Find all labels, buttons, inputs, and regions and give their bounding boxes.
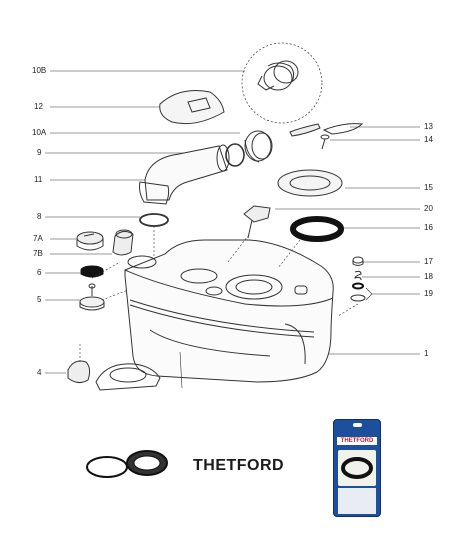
package-window <box>338 450 376 486</box>
callout-6: 6 <box>37 268 42 277</box>
part-20-clip <box>243 205 271 239</box>
callout-7b: 7B <box>33 249 43 258</box>
callout-5: 5 <box>37 295 42 304</box>
callout-11: 11 <box>34 175 43 184</box>
hang-hole <box>353 423 362 427</box>
callout-10a: 10A <box>32 128 47 137</box>
part-13-cover <box>289 123 321 137</box>
detail-circle-10b <box>241 42 323 124</box>
part-9-ring <box>225 143 245 167</box>
package-seal-icon <box>341 457 373 479</box>
part-17-cap <box>352 256 364 266</box>
part-19-ring-a <box>352 282 364 290</box>
callout-10b: 10B <box>32 66 47 75</box>
part-5-valve <box>79 283 105 311</box>
part-7b-cap <box>112 229 134 256</box>
callout-14: 14 <box>424 135 433 144</box>
part-12-lid <box>159 90 225 125</box>
part-10b-adapter <box>257 60 299 91</box>
part-11-elbow-pipe <box>139 144 230 205</box>
retail-blister-pack: THETFORD <box>333 419 381 517</box>
part-8-o-ring <box>139 213 169 227</box>
part-18-spring <box>354 270 362 281</box>
callout-4: 4 <box>37 368 42 377</box>
thetford-logo: THETFORD <box>193 457 285 474</box>
part-1-holding-tank <box>124 239 334 383</box>
part-13-plate <box>322 123 364 135</box>
callout-1: 1 <box>424 349 429 358</box>
callout-19: 19 <box>424 289 433 298</box>
callout-20: 20 <box>424 204 433 213</box>
callout-13: 13 <box>424 122 433 131</box>
part-15-flange <box>277 169 343 197</box>
callout-15: 15 <box>424 183 433 192</box>
callout-12: 12 <box>34 102 43 111</box>
callout-18: 18 <box>424 272 433 281</box>
callout-7a: 7A <box>33 234 43 243</box>
part-7a-cap <box>76 231 104 251</box>
callout-17: 17 <box>424 257 433 266</box>
part-14-screw <box>320 134 330 150</box>
callout-8: 8 <box>37 212 42 221</box>
callout-16: 16 <box>424 223 433 232</box>
part-19-ring-b <box>350 294 366 302</box>
package-info-card <box>338 488 376 514</box>
kit-seal-rings <box>86 450 168 478</box>
part-10a-collar <box>244 130 273 163</box>
callout-9: 9 <box>37 148 42 157</box>
assembly-guides <box>91 226 359 317</box>
part-16-seal <box>290 216 344 242</box>
part-4-valve-assembly <box>67 344 183 391</box>
package-brand-label: THETFORD <box>337 437 377 445</box>
